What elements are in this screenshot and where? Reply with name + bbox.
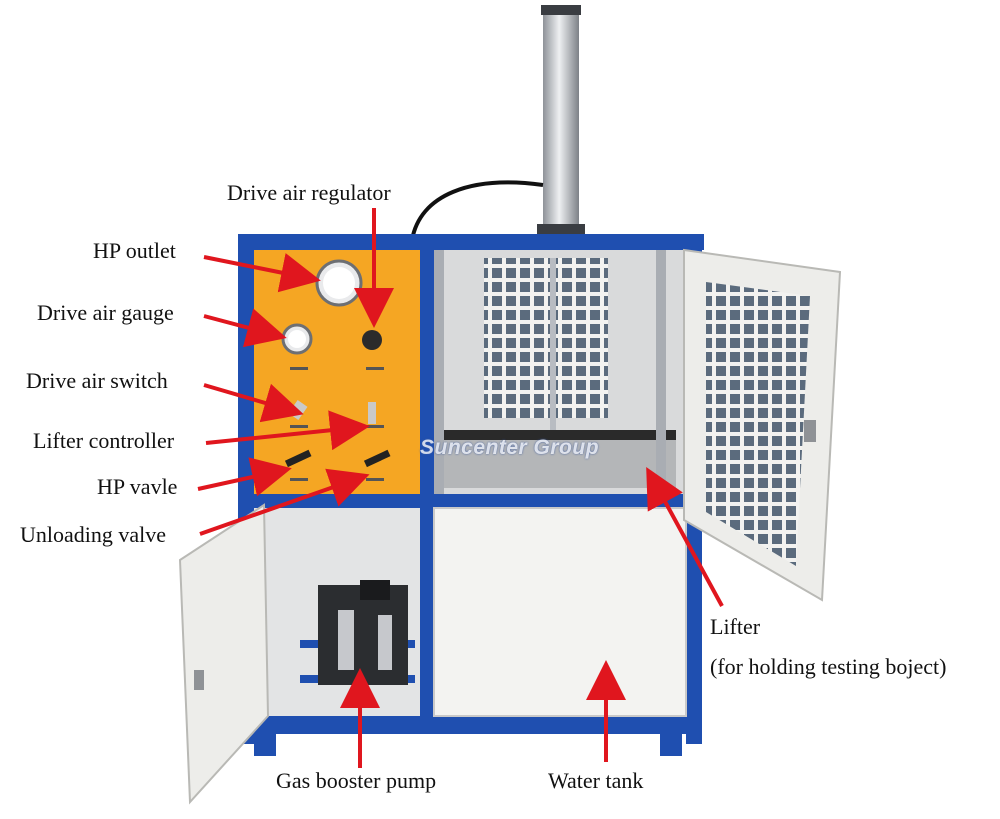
label-unloading-valve: Unloading valve bbox=[20, 522, 167, 547]
label-hp-valve: HP vavle bbox=[97, 474, 178, 499]
arrow-drive-air-gauge bbox=[203, 308, 287, 348]
right-door bbox=[683, 248, 842, 602]
label-hp-outlet: HP outlet bbox=[93, 238, 176, 263]
label-water-tank: Water tank bbox=[548, 768, 644, 793]
annotation-arrows bbox=[197, 208, 724, 768]
test-chamber bbox=[434, 250, 686, 494]
label-drive-air-gauge: Drive air gauge bbox=[37, 300, 174, 325]
label-drive-air-regulator: Drive air regulator bbox=[227, 180, 391, 205]
watermark: Suncenter Group bbox=[420, 436, 600, 459]
pump-compartment bbox=[254, 508, 420, 716]
label-lifter-note: (for holding testing boject) bbox=[710, 654, 947, 679]
label-drive-air-switch: Drive air switch bbox=[26, 368, 168, 393]
control-panel bbox=[254, 250, 420, 494]
arrow-drive-air-switch bbox=[203, 383, 304, 423]
lift-cylinder bbox=[410, 5, 585, 241]
water-tank-panel bbox=[433, 507, 687, 717]
arrow-lifter bbox=[646, 466, 724, 607]
arrow-hp-valve bbox=[197, 457, 292, 497]
label-gas-booster-pump: Gas booster pump bbox=[276, 768, 437, 793]
label-lifter: Lifter bbox=[710, 614, 761, 639]
left-door bbox=[178, 503, 270, 805]
arrow-hp-outlet bbox=[203, 253, 321, 293]
arrow-lifter-controller bbox=[205, 410, 370, 451]
label-lifter-controller: Lifter controller bbox=[33, 428, 175, 453]
arrow-unloading-valve bbox=[199, 468, 370, 536]
